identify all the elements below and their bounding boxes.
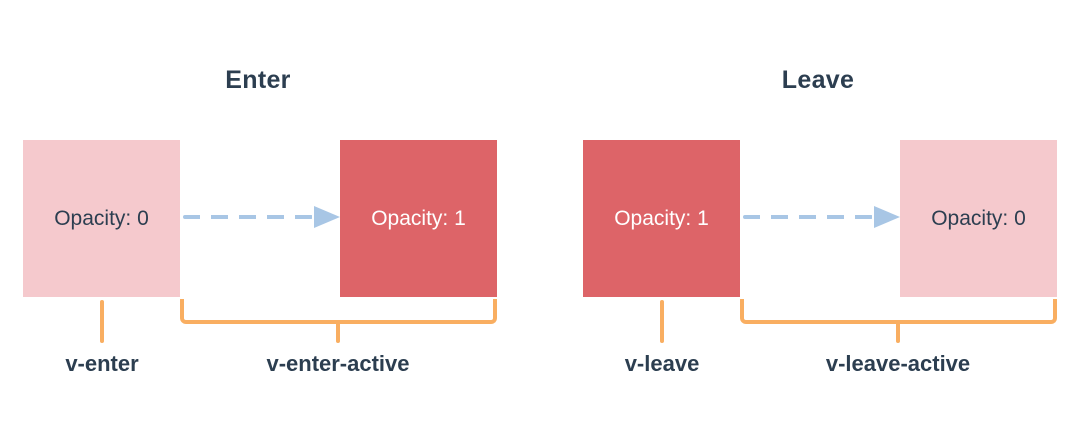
transition-arrow-dashed-line [183, 215, 313, 219]
state-class-label: v-enter [65, 351, 139, 376]
panel-title: Enter [225, 66, 291, 94]
active-duration-bracket [740, 299, 1057, 324]
bracket-stem-line [336, 322, 340, 343]
arrowhead-icon [314, 206, 340, 228]
bracket-stem-line [896, 322, 900, 343]
opacity-start-box-label: Opacity: 0 [54, 206, 149, 230]
opacity-start-box: Opacity: 0 [23, 140, 180, 297]
transition-arrow-dashed-line [743, 215, 873, 219]
state-connector-line [100, 300, 104, 343]
active-class-label: v-leave-active [825, 351, 971, 376]
state-class-label: v-leave [624, 351, 700, 376]
active-duration-bracket [180, 299, 497, 324]
enter-panel: Enter Opacity: 0 Opacity: 1 v-enter v-en… [0, 0, 518, 430]
panel-title: Leave [781, 66, 855, 94]
state-connector-line [660, 300, 664, 343]
active-class-label: v-enter-active [266, 351, 410, 376]
opacity-end-box-label: Opacity: 1 [371, 206, 466, 230]
arrowhead-icon [874, 206, 900, 228]
opacity-end-box: Opacity: 0 [900, 140, 1057, 297]
opacity-end-box: Opacity: 1 [340, 140, 497, 297]
opacity-end-box-label: Opacity: 0 [931, 206, 1026, 230]
opacity-start-box-label: Opacity: 1 [614, 206, 709, 230]
leave-panel: Leave Opacity: 1 Opacity: 0 v-leave v-le… [560, 0, 1078, 430]
opacity-start-box: Opacity: 1 [583, 140, 740, 297]
